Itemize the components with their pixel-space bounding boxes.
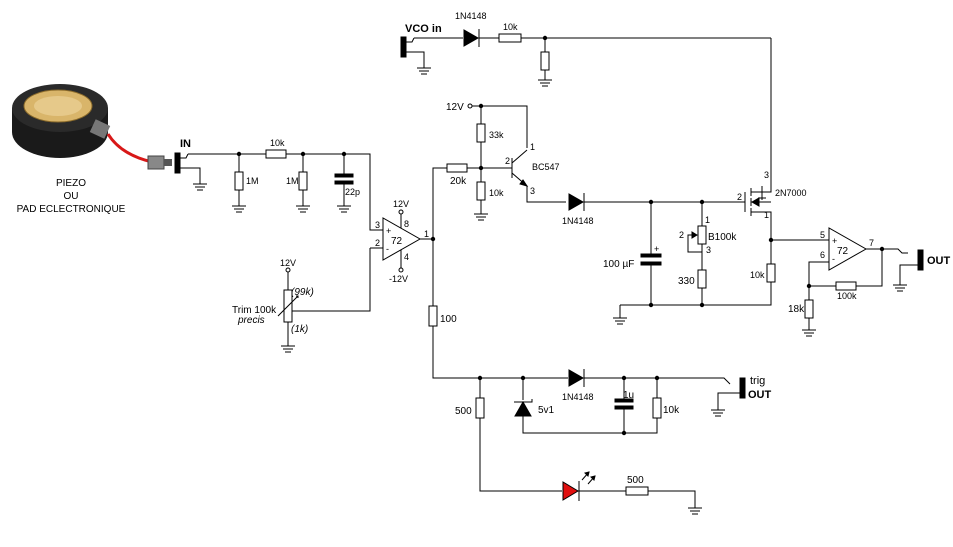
resistor-1m-b [298,171,308,191]
q1-pin3: 3 [530,186,535,196]
u2-pin6: 6 [820,250,825,260]
opamp-u2 [828,227,868,271]
r-10k-bias-label: 10k [489,188,504,198]
piezo-plug [147,155,165,170]
resistor-10k-trig [652,397,662,419]
u2-pin7: 7 [869,238,874,248]
q1-pin2: 2 [505,156,510,166]
resistor-18k [804,299,814,319]
m1-pin3: 3 [764,170,769,180]
in-jack[interactable] [174,152,207,191]
r-18k-label: 18k [788,304,805,315]
trim-bot-label: (1k) [291,324,308,335]
r-10k-src-label: 10k [750,270,765,280]
r-20k-label: 20k [450,176,467,187]
m1-pin2: 2 [737,192,742,202]
c-1u-label: 1u [623,390,634,401]
piezo-red-wire [106,133,153,164]
zener-diode [514,400,532,417]
u1-pin1: 1 [424,229,429,239]
u1-pin3: 3 [375,220,380,230]
r-100-label: 100 [440,314,457,325]
c-100u-plus: + [654,244,659,254]
resistor-330 [697,269,707,289]
resistor-10k-bias [476,181,486,201]
diode-trig [568,369,585,387]
trim-top-label: (99k) [291,287,314,298]
opamp-u1-label: 72 [391,236,403,247]
trig-label: trig [750,375,765,387]
r-vco-label: 10k [503,22,518,32]
piezo-disc-image [12,84,111,158]
q1-pin1: 1 [530,142,535,152]
trim-label: Trim 100k [232,305,277,316]
piezo-label-1: PIEZO [56,178,86,189]
resistor-500-a [475,397,485,419]
c-100u-label: 100 µF [603,259,634,270]
q1-label: BC547 [532,162,560,172]
r-100k-label: 100k [837,291,857,301]
u2-plus-sign: + [832,236,837,246]
resistor-33k [476,123,486,143]
resistor-3k3 [540,51,550,71]
u1-pin4: 4 [404,252,409,262]
r-1m-b-label: 1M [286,176,299,186]
diode-vco [463,29,480,47]
r-500-b-label: 500 [627,475,644,486]
vco-jack[interactable] [400,36,431,75]
pot-b100k[interactable] [697,225,707,245]
d-vco-label: 1N4148 [455,11,487,21]
opamp-u1 [382,217,422,261]
resistor-vco [498,33,522,43]
d-trig-label: 1N4148 [562,392,594,402]
u1-pin8: 8 [404,219,409,229]
r-33k-label: 33k [489,130,504,140]
trim-supply: 12V [280,258,296,268]
vco-label: VCO in [405,23,442,35]
resistor-10k-src [766,263,776,283]
trig-out-label: OUT [748,389,772,401]
r-1m-a-label: 1M [246,176,259,186]
u1-plus-sign: + [386,226,391,236]
r-10k-trig-label: 10k [663,405,680,416]
d-env-label: 1N4148 [562,216,594,226]
u1-neg-supply: -12V [389,274,408,284]
pot-label: B100k [708,232,737,243]
resistor-500-b [625,486,649,496]
resistor-in [265,149,287,159]
piezo-plug-tip [164,159,172,166]
zener-label: 5v1 [538,405,555,416]
r-500-a-label: 500 [455,406,472,417]
r-in-label: 10k [270,138,285,148]
piezo-label-2: OU [64,191,79,202]
resistor-100k [835,281,857,291]
out-label: OUT [927,255,951,267]
resistor-1m-a [234,171,244,191]
pot-pin3: 3 [706,245,711,255]
q1-supply: 12V [446,102,464,113]
pot-pin1: 1 [705,215,710,225]
led-icon [562,481,579,501]
resistor-20k [446,163,468,173]
piezo-label-3: PAD ECLECTRONIQUE [17,204,126,215]
m1-pin1: 1 [764,210,769,220]
trig-out-jack[interactable] [711,377,746,417]
u2-pin5: 5 [820,230,825,240]
pot-pin2: 2 [679,230,684,240]
resistor-100 [428,305,438,327]
u1-pos-supply: 12V [393,199,409,209]
c-22p-label: 22p [345,187,360,197]
out-jack[interactable] [893,249,924,292]
u2-minus-sign: - [832,254,835,264]
u1-minus-sign: - [386,244,389,254]
m1-label: 2N7000 [775,188,807,198]
u1-pin2: 2 [375,238,380,248]
trim-sub-label: precis [237,315,265,326]
in-label: IN [180,138,191,150]
r-330-label: 330 [678,276,695,287]
opamp-u2-label: 72 [837,246,849,257]
diode-env [568,193,585,211]
